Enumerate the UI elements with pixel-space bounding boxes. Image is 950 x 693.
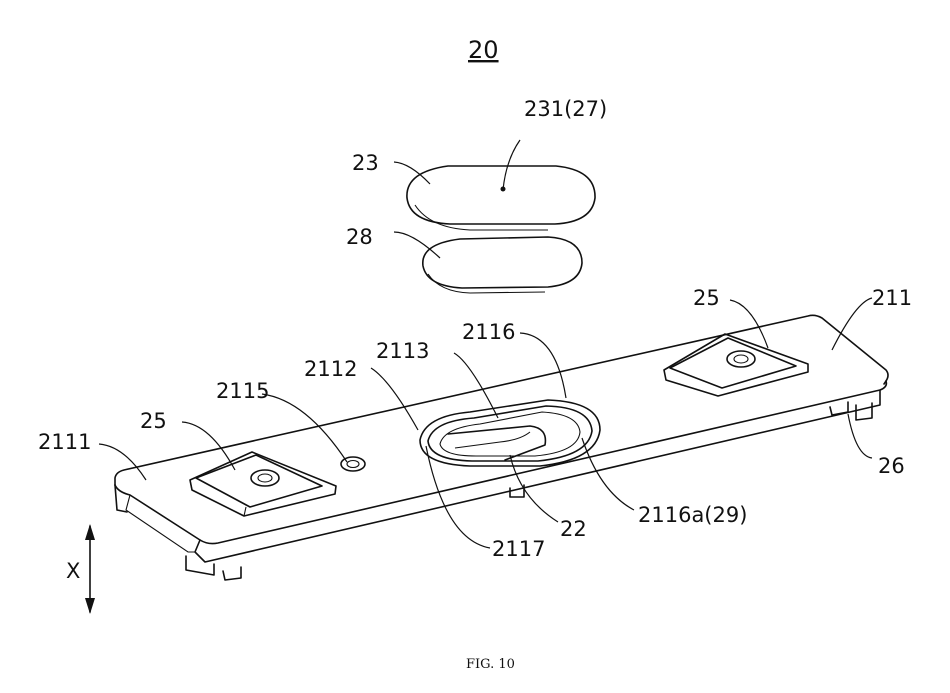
label-2116a-29: 2116a(29) bbox=[638, 503, 747, 527]
label-2117: 2117 bbox=[492, 537, 545, 561]
figure-caption: FIG. 10 bbox=[466, 657, 515, 672]
layer-28 bbox=[423, 237, 582, 293]
cover-23 bbox=[407, 140, 595, 230]
label-28: 28 bbox=[346, 225, 373, 249]
label-211: 211 bbox=[872, 286, 912, 310]
figure-number: 20 bbox=[468, 36, 499, 64]
axis-label-x: X bbox=[66, 559, 80, 583]
label-231-27: 231(27) bbox=[524, 97, 607, 121]
label-22: 22 bbox=[560, 517, 587, 541]
label-2115: 2115 bbox=[216, 379, 269, 403]
label-2111: 2111 bbox=[38, 430, 91, 454]
label-2113: 2113 bbox=[376, 339, 429, 363]
label-23: 23 bbox=[352, 151, 379, 175]
label-25-left: 25 bbox=[140, 409, 167, 433]
leader-lines bbox=[99, 162, 872, 548]
label-26: 26 bbox=[878, 454, 905, 478]
label-25-right: 25 bbox=[693, 286, 720, 310]
label-2116: 2116 bbox=[462, 320, 515, 344]
axis-x-arrow: X bbox=[66, 524, 95, 614]
label-2112: 2112 bbox=[304, 357, 357, 381]
button-25-left bbox=[190, 452, 336, 516]
